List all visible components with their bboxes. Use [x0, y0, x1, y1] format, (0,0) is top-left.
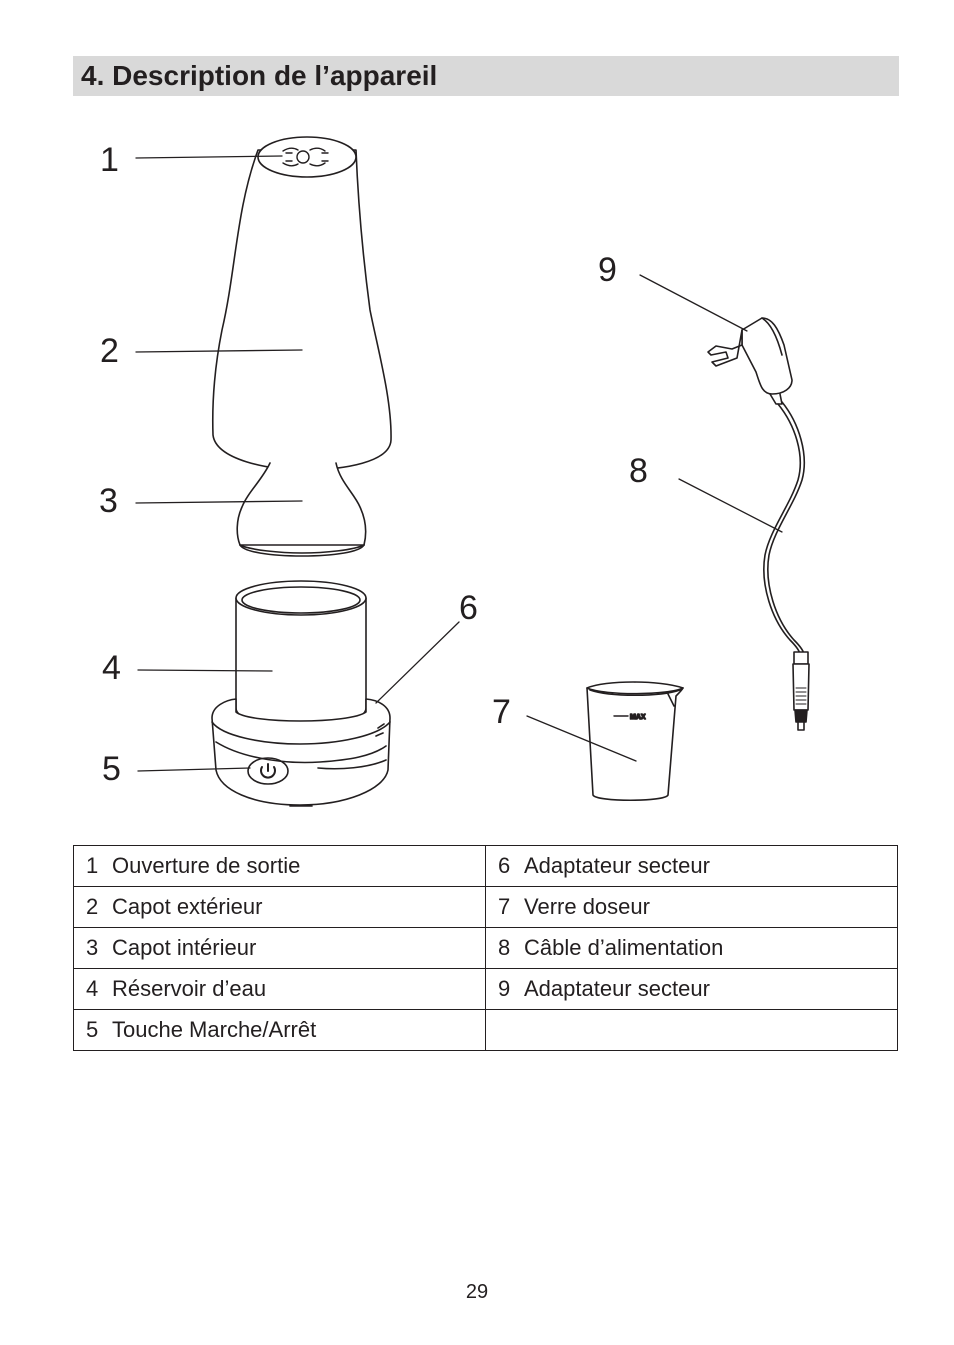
- part-number: 3: [86, 935, 99, 960]
- inner-cover-drawing: [236, 462, 367, 557]
- outer-cover-drawing: [211, 136, 392, 471]
- callout-3: 3: [99, 482, 118, 520]
- table-row: 5 Touche Marche/Arrêt: [73, 1009, 898, 1051]
- part-number: 7: [498, 894, 511, 919]
- parts-cell: 2 Capot extérieur: [73, 886, 486, 928]
- part-label: Verre doseur: [524, 894, 650, 919]
- table-row: 4 Réservoir d’eau 9 Adaptateur secteur: [73, 968, 898, 1010]
- part-label: Capot extérieur: [112, 894, 263, 919]
- parts-cell: 4 Réservoir d’eau: [73, 968, 486, 1010]
- table-row: 2 Capot extérieur 7 Verre doseur: [73, 886, 898, 928]
- callout-7: 7: [492, 693, 511, 731]
- callout-2: 2: [100, 332, 119, 370]
- part-number: 4: [86, 976, 99, 1001]
- part-number: 6: [498, 853, 511, 878]
- part-label: Câble d’alimentation: [524, 935, 724, 960]
- outlet-opening-drawing: [282, 147, 329, 167]
- parts-cell-empty: [485, 1009, 898, 1051]
- table-row: 1 Ouverture de sortie 6 Adaptateur secteur: [73, 845, 898, 887]
- part-label: Capot intérieur: [112, 935, 257, 960]
- water-tank-drawing: [235, 580, 367, 728]
- part-label: Touche Marche/Arrêt: [112, 1017, 317, 1042]
- part-label: Adaptateur secteur: [524, 976, 710, 1001]
- measuring-cup-drawing: [586, 681, 684, 802]
- device-illustration: MAX: [99, 136, 810, 807]
- parts-cell: 9 Adaptateur secteur: [485, 968, 898, 1010]
- callout-8: 8: [629, 452, 648, 490]
- parts-cell: 1 Ouverture de sortie: [73, 845, 486, 887]
- parts-cell: 8 Câble d’alimentation: [485, 927, 898, 969]
- base-drawing: [211, 698, 391, 807]
- section-header: 4. Description de l’appareil: [73, 56, 899, 96]
- callout-leader-lines: [135, 155, 783, 772]
- part-number: 9: [498, 976, 511, 1001]
- parts-cell: 5 Touche Marche/Arrêt: [73, 1009, 486, 1051]
- parts-cell: 3 Capot intérieur: [73, 927, 486, 969]
- parts-cell: 7 Verre doseur: [485, 886, 898, 928]
- part-label: Réservoir d’eau: [112, 976, 267, 1001]
- callout-1: 1: [100, 141, 119, 179]
- callout-5: 5: [102, 750, 121, 788]
- part-number: 1: [86, 853, 99, 878]
- part-number: 8: [498, 935, 511, 960]
- part-number: 2: [86, 894, 99, 919]
- power-cable-drawing: [763, 401, 810, 731]
- part-label: Ouverture de sortie: [112, 853, 301, 878]
- parts-cell: 6 Adaptateur secteur: [485, 845, 898, 887]
- callout-9: 9: [598, 251, 617, 289]
- callout-6: 6: [459, 589, 478, 627]
- callout-4: 4: [102, 649, 121, 687]
- table-row: 3 Capot intérieur 8 Câble d’alimentation: [73, 927, 898, 969]
- power-adapter-drawing: [707, 317, 793, 405]
- part-number: 5: [86, 1017, 99, 1042]
- part-label: Adaptateur secteur: [524, 853, 710, 878]
- section-title: 4. Description de l’appareil: [81, 60, 438, 91]
- page-number: 29: [465, 1281, 489, 1303]
- cup-max-marking: MAX: [630, 714, 646, 721]
